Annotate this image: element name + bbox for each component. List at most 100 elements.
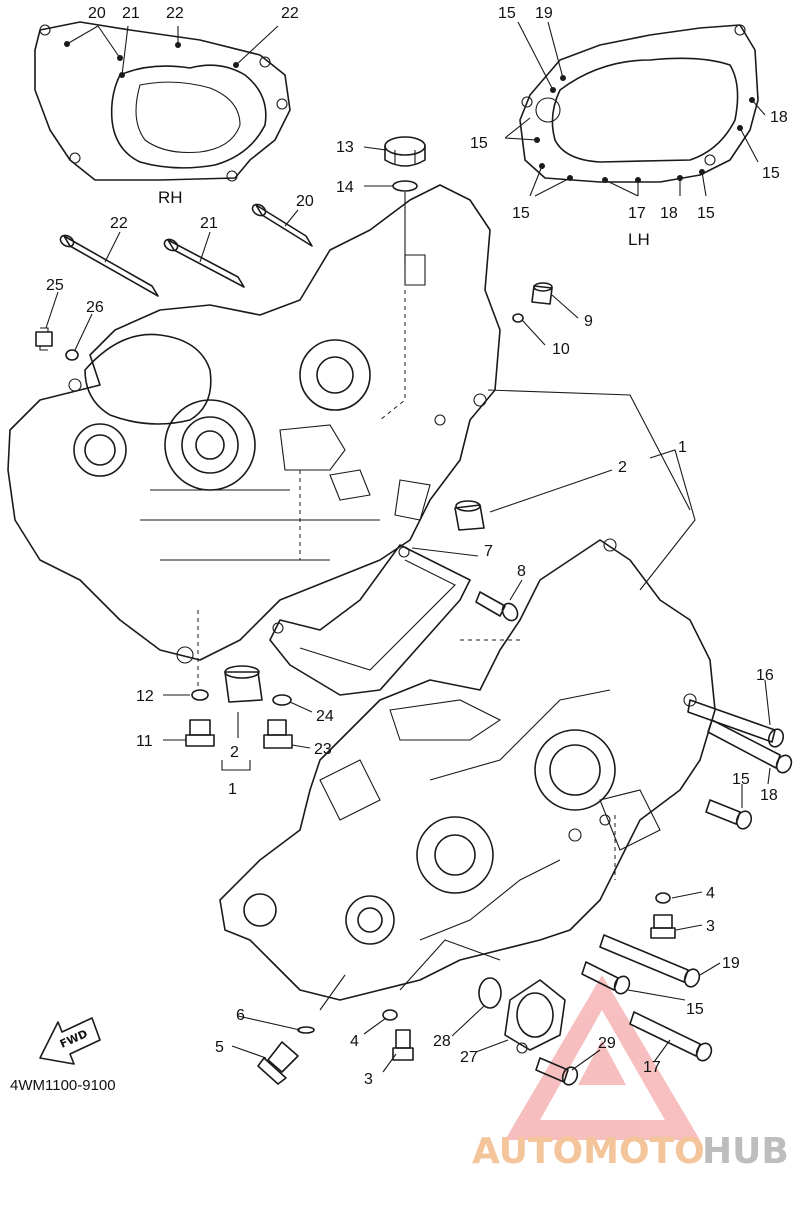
baffle-plate-7 [269, 544, 471, 696]
callout-13: 13 [336, 139, 354, 156]
bolt-19 [599, 934, 701, 988]
bolt-21 [163, 238, 245, 288]
dashed-guides-upper [197, 290, 406, 690]
bolt-17 [629, 1011, 713, 1062]
leader-9-10 [521, 294, 579, 346]
bolt-9 [531, 282, 553, 305]
washer-4-lower [382, 1009, 398, 1021]
washer-4-right [655, 892, 671, 904]
callout-5: 5 [215, 1039, 224, 1056]
callout-lh-15b: 15 [470, 135, 488, 152]
dashed-guides-lower [460, 639, 616, 880]
bolt-22 [59, 234, 159, 297]
bolt-8 [475, 591, 519, 622]
callout-lh-15e: 15 [697, 205, 715, 222]
callout-19: 19 [722, 955, 740, 972]
part-code: 4WM1100-9100 [10, 1077, 116, 1094]
callout-4-lower: 4 [350, 1033, 359, 1050]
callout-lh-18b: 18 [660, 205, 678, 222]
callout-3-lower: 3 [364, 1071, 373, 1088]
callout-lh-18a: 18 [770, 109, 788, 126]
callout-2-upper: 2 [618, 459, 627, 476]
rh-leader-lines [66, 25, 279, 76]
callout-23: 23 [314, 741, 332, 758]
callout-lh-17: 17 [628, 205, 646, 222]
bolt-15-right [705, 799, 753, 830]
bolt-23 [263, 719, 293, 749]
callout-2-lower: 2 [230, 744, 239, 761]
lh-crankcase-cover-gasket [519, 24, 759, 183]
filler-cap [384, 136, 426, 167]
callout-11: 11 [136, 733, 153, 750]
bolt-29 [535, 1057, 579, 1086]
callout-15-lower: 15 [686, 1001, 704, 1018]
bolt-16 [687, 699, 785, 748]
callout-rh-20: 20 [88, 5, 106, 22]
callout-rh-21: 21 [122, 5, 140, 22]
rh-crankcase-cover-gasket [34, 21, 291, 182]
fwd-arrow-icon: FWD [39, 1017, 101, 1065]
bolt-3-lower [392, 1029, 414, 1061]
callout-24: 24 [316, 708, 334, 725]
bolt-20 [251, 203, 313, 247]
leader-bolts [104, 209, 299, 263]
callout-1-upper: 1 [678, 439, 687, 456]
callout-8: 8 [517, 563, 526, 580]
callout-14: 14 [336, 179, 354, 196]
callout-lh-15c: 15 [762, 165, 780, 182]
callout-12: 12 [136, 688, 154, 705]
callout-26: 26 [86, 299, 104, 316]
bolt-11 [185, 719, 215, 747]
dowel-pin-upper [454, 500, 485, 531]
o-ring-14 [392, 180, 418, 192]
callout-29: 29 [598, 1035, 616, 1052]
callout-15-right: 15 [732, 771, 750, 788]
callout-25: 25 [46, 277, 64, 294]
callout-1-lower: 1 [228, 781, 237, 798]
leader-4-3-19-15 [627, 891, 721, 1001]
callout-18-right: 18 [760, 787, 778, 804]
lh-side-label: LH [628, 230, 650, 249]
callout-27: 27 [460, 1049, 478, 1066]
leader-7 [411, 547, 479, 557]
o-ring-28 [478, 977, 502, 1009]
washer-24 [272, 694, 292, 706]
bolt-3-right [650, 914, 676, 939]
rh-side-label: RH [158, 188, 183, 207]
cover-27 [504, 979, 566, 1054]
dowel-pin-lower [224, 665, 263, 703]
watermark-triangle [505, 975, 700, 1140]
callout-3-right: 3 [706, 918, 715, 935]
callout-rh-22b: 22 [281, 5, 299, 22]
callout-lh-15d: 15 [512, 205, 530, 222]
callout-21: 21 [200, 215, 218, 232]
bolt-5 [257, 1041, 299, 1085]
callout-22: 22 [110, 215, 128, 232]
watermark-automoto: AUTOMOTO [472, 1131, 705, 1172]
callout-lh-19: 19 [535, 5, 553, 22]
bolt-15-lower [581, 961, 631, 995]
leader-bottom [231, 939, 671, 1073]
leader-lower-left [163, 694, 313, 771]
washer-10 [512, 313, 524, 323]
callout-16: 16 [756, 667, 774, 684]
crankcase-right-half [7, 184, 501, 664]
leader-8 [509, 579, 523, 601]
callout-6: 6 [236, 1007, 245, 1024]
leader-25-26 [45, 291, 93, 351]
bolt-18 [707, 719, 793, 774]
callout-rh-22a: 22 [166, 5, 184, 22]
callout-17: 17 [643, 1059, 661, 1076]
crankcase-left-half [219, 538, 716, 1001]
callout-28: 28 [433, 1033, 451, 1050]
callout-4-right: 4 [706, 885, 715, 902]
watermark-hub: HUB [702, 1131, 789, 1172]
callout-20: 20 [296, 193, 314, 210]
callout-9: 9 [584, 313, 593, 330]
washer-26 [65, 349, 79, 361]
washer-6 [297, 1026, 315, 1034]
leader-1-2-upper [487, 389, 696, 591]
lh-leader-lines [504, 21, 766, 197]
bolt-25 [35, 327, 53, 351]
